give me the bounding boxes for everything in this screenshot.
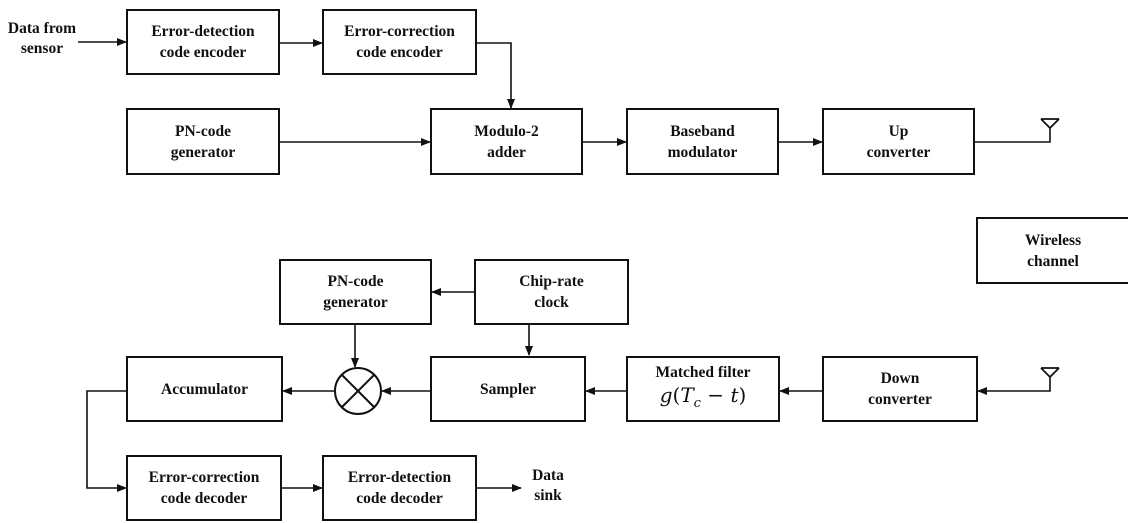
- matched-filter-label: Matched filter: [655, 364, 751, 381]
- error-detection-decoder-block: Error-detection code decoder: [322, 455, 477, 521]
- sampler-label: Sampler: [480, 380, 536, 398]
- multiplier-icon: [334, 367, 382, 415]
- formula-close: ): [738, 383, 747, 407]
- baseband-modulator-line-2: modulator: [667, 143, 738, 161]
- matched-filter-block: Matched filter g(Tc − t): [626, 356, 780, 422]
- wire-upconverter-to-tx-antenna: [975, 128, 1051, 143]
- error-correction-decoder-line-2: code decoder: [160, 490, 248, 507]
- down-converter-line-1: Down: [880, 370, 920, 387]
- modulo2-adder-line-2: adder: [487, 143, 526, 161]
- tx-pn-code-generator-line-1: PN-code: [175, 122, 231, 140]
- error-detection-decoder-line-1: Error-detection: [347, 469, 452, 486]
- wireless-channel-block: Wireless channel: [976, 217, 1128, 284]
- sampler-block: Sampler: [430, 356, 586, 422]
- rx-pn-code-generator-block: PN-code generator: [279, 259, 432, 325]
- data-sink-line-2: sink: [534, 487, 562, 504]
- error-correction-encoder-line-1: Error-correction: [344, 23, 455, 40]
- up-converter-line-1: Up: [888, 122, 909, 140]
- tx-pn-code-generator-line-2: generator: [170, 143, 236, 161]
- data-from-sensor-line-1: Data from: [7, 20, 77, 37]
- wireless-channel-line-2: channel: [1027, 252, 1079, 270]
- accumulator-label: Accumulator: [161, 380, 248, 398]
- wire-rx-antenna-to-downconverter: [977, 377, 1051, 395]
- rx-pn-code-generator-line-1: PN-code: [327, 273, 384, 290]
- rx-pn-code-generator-line-2: generator: [323, 294, 388, 311]
- chip-rate-clock-block: Chip-rate clock: [474, 259, 629, 325]
- chip-rate-clock-line-2: clock: [534, 294, 569, 311]
- error-correction-encoder-block: Error-correction code encoder: [322, 9, 477, 75]
- data-sink-label: Data sink: [524, 466, 572, 506]
- formula-minus: −: [700, 383, 731, 407]
- formula-sub-c: c: [693, 396, 701, 411]
- error-detection-encoder-line-2: code encoder: [159, 44, 247, 61]
- modulo2-adder-line-1: Modulo-2: [474, 122, 539, 140]
- down-converter-block: Down converter: [822, 356, 978, 422]
- chip-rate-clock-line-1: Chip-rate: [519, 273, 584, 290]
- formula-t: t: [730, 383, 739, 407]
- tx-pn-code-generator-block: PN-code generator: [126, 108, 280, 175]
- rx-antenna-icon: [1040, 367, 1060, 378]
- wire-accumulator-to-ecc-decoder: [86, 390, 127, 492]
- formula-open: (: [672, 383, 681, 407]
- wire-ecc-encoder-to-adder: [477, 42, 515, 109]
- matched-filter-formula: g(Tc − t): [660, 383, 747, 416]
- error-detection-encoder-block: Error-detection code encoder: [126, 9, 280, 75]
- formula-g: g: [659, 383, 673, 407]
- error-correction-encoder-line-2: code encoder: [356, 44, 443, 61]
- accumulator-block: Accumulator: [126, 356, 283, 422]
- wireless-channel-line-1: Wireless: [1024, 231, 1082, 249]
- down-converter-line-2: converter: [868, 391, 932, 408]
- tx-antenna-icon: [1040, 118, 1060, 129]
- error-detection-encoder-line-1: Error-detection: [151, 23, 255, 40]
- baseband-modulator-block: Baseband modulator: [626, 108, 779, 175]
- modulo2-adder-block: Modulo-2 adder: [430, 108, 583, 175]
- error-correction-decoder-line-1: Error-correction: [148, 469, 260, 486]
- data-sink-line-1: Data: [532, 467, 564, 484]
- data-from-sensor-line-2: sensor: [20, 40, 64, 57]
- error-detection-decoder-line-2: code decoder: [356, 490, 443, 507]
- up-converter-line-2: converter: [866, 143, 931, 161]
- data-from-sensor-label: Data from sensor: [6, 19, 78, 59]
- baseband-modulator-line-1: Baseband: [670, 122, 735, 140]
- up-converter-block: Up converter: [822, 108, 975, 175]
- formula-T: T: [680, 383, 694, 407]
- error-correction-decoder-block: Error-correction code decoder: [126, 455, 282, 521]
